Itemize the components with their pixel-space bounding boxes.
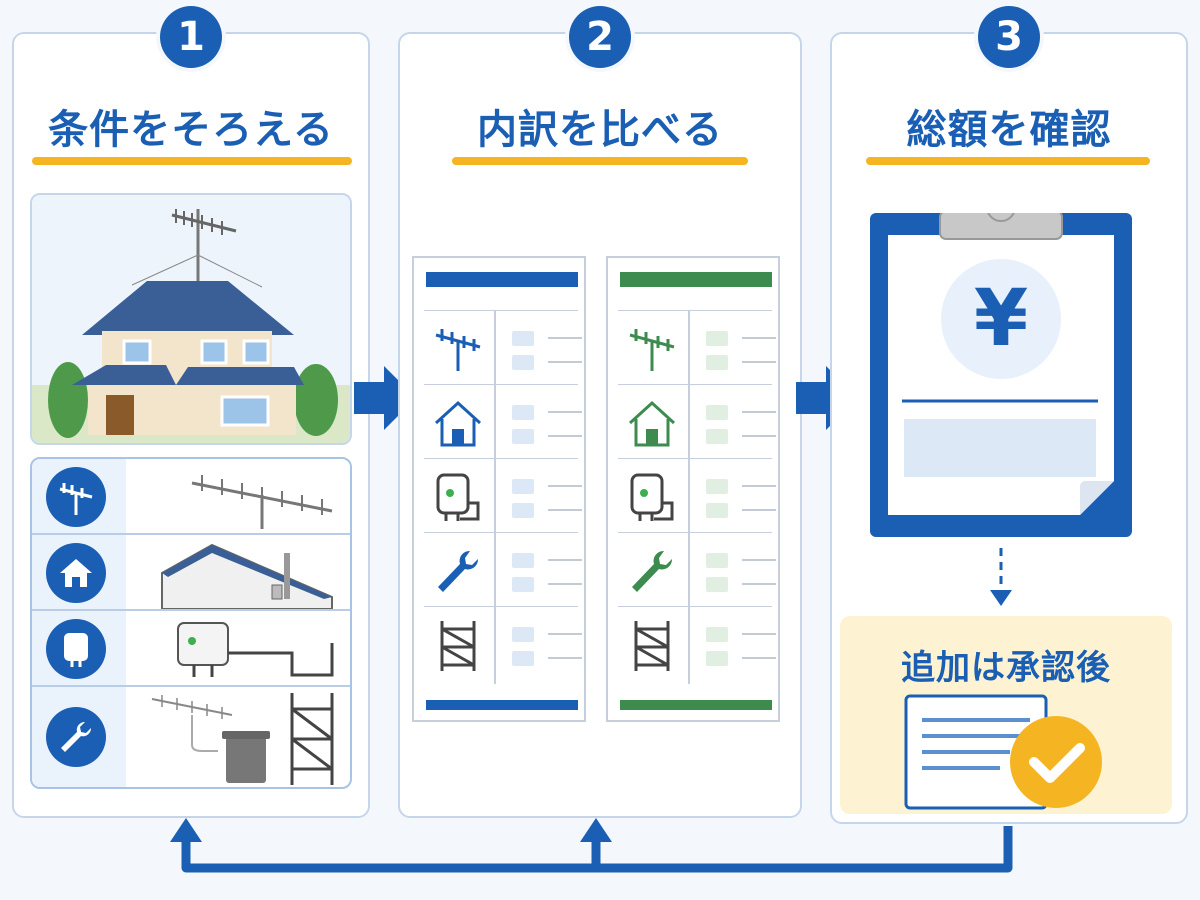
arrow-step1-to-step2 — [354, 366, 416, 430]
check-icon — [1029, 743, 1085, 783]
step3-title-underline — [866, 157, 1150, 165]
step1-number-badge: 1 — [160, 6, 222, 68]
step2-number-badge: 2 — [569, 6, 631, 68]
condition-row-work — [32, 687, 350, 787]
step3-number-badge: 3 — [978, 6, 1040, 68]
quote-b-header-bar — [620, 272, 772, 287]
wrench-icon — [46, 707, 106, 767]
antenna-illustration — [191, 475, 333, 529]
step3-title: 総額を確認 — [906, 107, 1112, 153]
step2-title: 内訳を比べる — [477, 107, 723, 153]
condition-row-roof — [32, 535, 350, 611]
condition-list — [30, 457, 352, 789]
quote-a-header-bar — [426, 272, 578, 287]
quote-b-line-item — [618, 310, 776, 385]
dotted-arrow-down — [990, 548, 1012, 606]
step1-title-underline — [32, 157, 352, 165]
arrow-step2-to-step3 — [796, 366, 858, 430]
roof-mount-illustration — [161, 543, 333, 609]
quote-a-line-item — [424, 532, 582, 607]
approval-note-text: 追加は承認後 — [901, 648, 1111, 688]
booster-icon — [46, 619, 106, 679]
quote-a-footer-bar — [426, 700, 578, 710]
step1-title: 条件をそろえる — [48, 107, 334, 153]
quote-b-footer-bar — [620, 700, 772, 710]
quote-a-line-item — [424, 458, 582, 533]
quote-a-line-item — [424, 384, 582, 459]
quote-a-line-item — [424, 606, 582, 681]
home-icon — [46, 543, 106, 603]
approved-document-icon — [904, 694, 1102, 810]
quote-b-sheet — [606, 256, 780, 722]
booster-cable-illustration — [177, 622, 334, 677]
condition-row-antenna — [32, 459, 350, 535]
quote-a-line-item — [424, 310, 582, 385]
removal-disposal-scaffold-illustration — [151, 693, 334, 785]
quote-b-line-item — [618, 384, 776, 459]
quote-b-line-item — [618, 532, 776, 607]
house-illustration-card — [30, 193, 352, 445]
condition-row-booster — [32, 611, 350, 687]
quote-a-sheet — [412, 256, 586, 722]
clipboard-total-icon: ¥ — [870, 213, 1132, 537]
quote-b-line-item — [618, 606, 776, 681]
yen-symbol: ¥ — [974, 274, 1028, 364]
approval-note-box: 追加は承認後 — [840, 616, 1172, 814]
antenna-icon — [46, 467, 106, 527]
house-with-antenna-icon — [32, 195, 350, 443]
step2-title-underline — [452, 157, 748, 165]
quote-b-line-item — [618, 458, 776, 533]
